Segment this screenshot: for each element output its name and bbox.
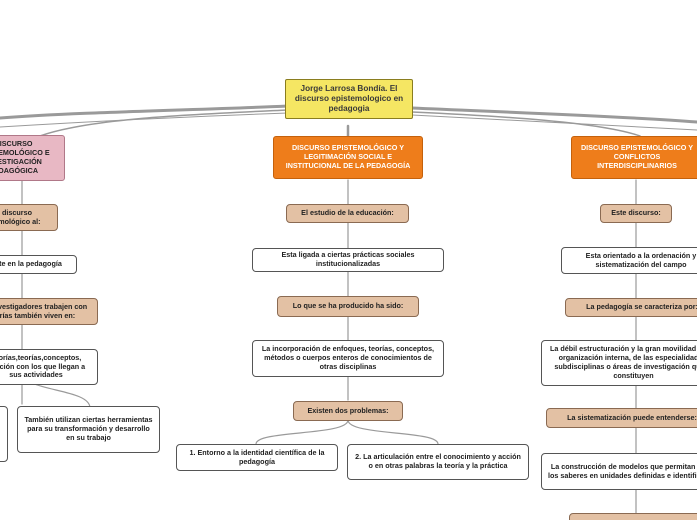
link-root-right	[410, 106, 697, 124]
link-root-right-2	[411, 111, 641, 137]
link-root-right-3	[411, 114, 697, 131]
right-connector-1[interactable]: Este discurso:	[600, 204, 672, 223]
center-main-topic[interactable]: DISCURSO EPISTEMOLÓGICO Y LEGITIMACIÓN S…	[273, 136, 423, 179]
right-connector-5[interactable]: La sistematización puede entenderse:	[546, 408, 697, 428]
right-node-6[interactable]: La construcción de modelos que permitan …	[541, 453, 697, 490]
left-main-topic[interactable]: DISCURSO EPISTEMOLÓGICO E INVESTIGACIÓN …	[0, 135, 65, 181]
center-connector-5[interactable]: Existen dos problemas:	[293, 401, 403, 421]
right-node-4[interactable]: La débil estructuración y la gran movili…	[541, 340, 697, 386]
center-node-7[interactable]: 2. La articulación entre el conocimiento…	[347, 444, 529, 480]
center-node-2[interactable]: Esta ligada a ciertas prácticas sociales…	[252, 248, 444, 272]
link-center-split-left	[255, 419, 349, 445]
link-root-left	[0, 104, 290, 120]
link-root-left-2	[39, 109, 289, 137]
left-node-6[interactable]: También utilizan ciertas herramientas pa…	[17, 406, 160, 453]
center-connector-1[interactable]: El estudio de la educación:	[286, 204, 409, 223]
left-node-4[interactable]: Teorías,teorías,conceptos, relación con …	[0, 349, 98, 385]
center-connector-3[interactable]: Lo que se ha producido ha sido:	[277, 296, 419, 317]
center-node-4[interactable]: La incorporación de enfoques, teorías, c…	[252, 340, 444, 377]
left-node-5[interactable]	[0, 406, 8, 462]
left-connector-1[interactable]: Con discurso epistemológico al:	[0, 204, 58, 231]
center-node-6[interactable]: 1. Entorno a la identidad científica de …	[176, 444, 338, 471]
left-node-2[interactable]: Presente en la pedagogía	[0, 255, 77, 274]
right-connector-7[interactable]	[569, 513, 697, 520]
right-node-2[interactable]: Esta orientado a la ordenación y sistema…	[561, 247, 697, 274]
link-root-left-3	[0, 112, 289, 128]
left-connector-3[interactable]: Los investigadores trabajen con teorías …	[0, 298, 98, 325]
right-connector-3[interactable]: La pedagogía se caracteriza por:	[565, 298, 697, 317]
right-main-topic[interactable]: DISCURSO EPISTEMOLÓGICO Y CONFLICTOS INT…	[571, 136, 697, 179]
link-center-split-right	[347, 419, 439, 445]
root-topic[interactable]: Jorge Larrosa Bondía. El discurso episte…	[285, 79, 413, 119]
